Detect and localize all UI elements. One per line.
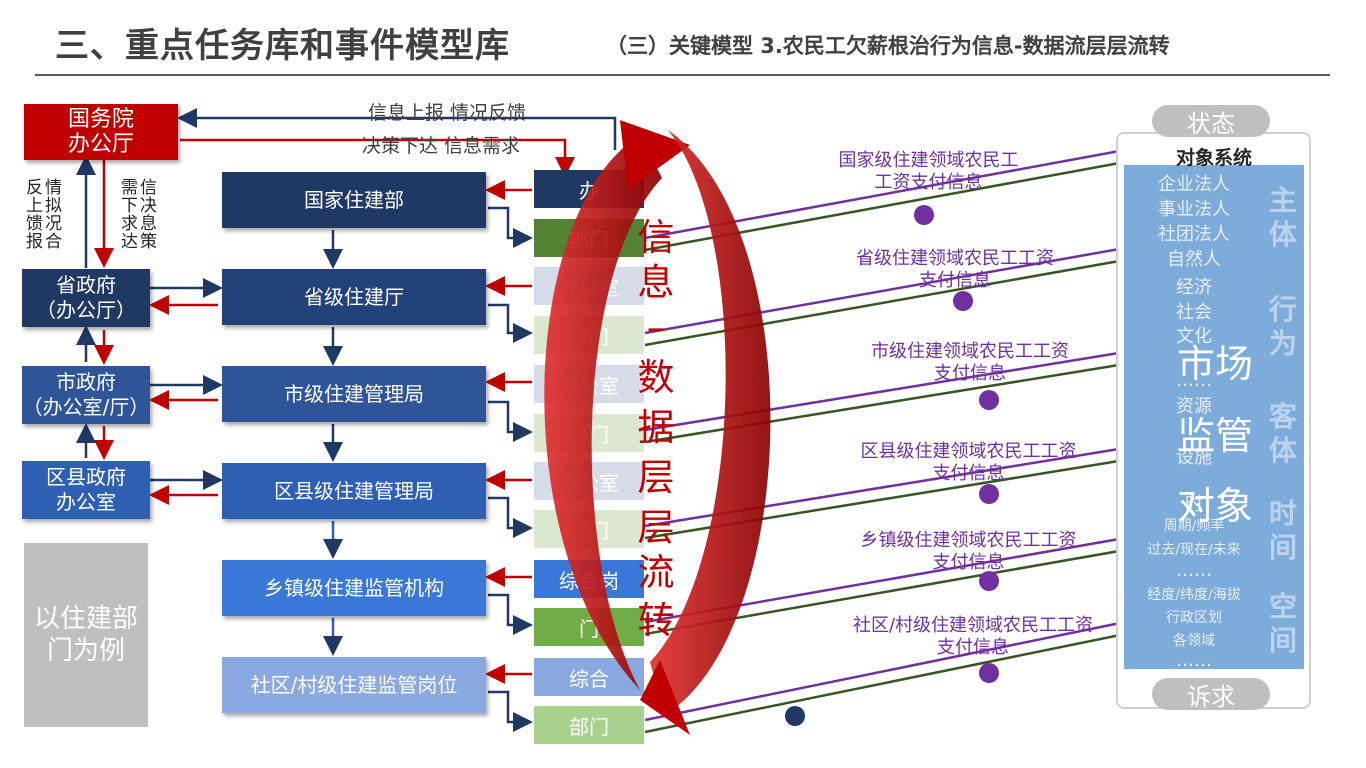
row-ellipsis-1: …… [1176,370,1212,391]
circle-char-7: 层 [637,506,675,549]
category-behavior: 行为 [1268,293,1297,360]
row-admin-division: 行政区划 [1166,610,1222,626]
object-system-header: 对象系统 [1175,147,1252,169]
info-level-community: 社区/村级住建领域农民工工资 支付信息 [852,615,1094,658]
row-period: 周期/频率 [1163,518,1225,534]
info-level-province: 省级住建领域农民工工资 支付信息 [856,248,1054,291]
housing-community-box: 社区/村级住建监管岗位 [222,657,486,713]
housing-national-box: 国家住建部 [222,172,486,228]
row-institution-legal: 事业法人 [1158,199,1230,220]
city-gov-box: 市政府 （办公室/厅） [22,366,150,424]
housing-province-box: 省级住建厅 [222,269,486,325]
row-resources: 资源 [1176,396,1212,417]
row-domains: 各领域 [1173,633,1215,649]
category-time: 时间 [1268,497,1297,564]
status-pill: 状态 [1152,105,1270,138]
appeal-pill: 诉求 [1152,678,1270,711]
row-association-legal: 社团法人 [1158,224,1230,245]
circle-char-3: – [646,306,666,349]
category-subject: 主体 [1268,184,1297,251]
info-level-county: 区县级住建领域农民工工资 支付信息 [860,441,1077,484]
circle-char-2: 息 [637,261,675,304]
row-past-present-future: 过去/现在/未来 [1147,542,1241,558]
row-natural-person: 自然人 [1167,249,1221,270]
row-ellipsis-2: …… [1176,560,1212,581]
county-gov-box: 区县政府 办公室 [22,461,150,519]
circle-char-8: 流 [637,551,675,594]
title-divider [35,74,1330,76]
row-coordinates: 经度/纬度/海拔 [1147,587,1241,603]
row-ellipsis-3: …… [1176,650,1212,671]
page-title: 三、重点任务库和事件模型库 [55,26,510,66]
info-level-town: 乡镇级住建领域农民工工资 支付信息 [860,530,1077,573]
housing-county-box: 区县级住建管理局 [222,463,486,519]
row-enterprise-legal: 企业法人 [1158,174,1230,195]
circle-char-1: 信 [637,216,675,259]
row-economy: 经济 [1176,277,1212,298]
market-object-line-1: 市场 [1176,342,1253,386]
housing-town-box: 乡镇级住建监管机构 [222,560,486,616]
row-society: 社会 [1176,302,1212,323]
circle-char-5: 据 [637,406,675,449]
sub-unit-post-community: 综合 [534,658,644,696]
row-time: 时 [1185,494,1203,515]
market-object-line-2: 监管 [1176,414,1253,458]
row-facilities: 设施 [1176,447,1212,468]
state-council-box: 国务院 办公厅 [24,104,178,160]
province-gov-box: 省政府 （办公厅） [22,269,150,327]
row-culture: 文化 [1176,326,1212,347]
report-flow-label: 信息上报 情况反馈 [368,102,527,124]
object-system-column [1124,165,1304,669]
report-vertical-label: 情拟况合反上馈报 [22,178,61,250]
circle-char-6: 层 [637,456,675,499]
category-object: 客体 [1268,400,1297,467]
market-object-line-3: 对象 [1176,484,1253,528]
circle-char-4: 数 [637,356,675,399]
decision-flow-label: 决策下达 信息需求 [362,135,521,157]
housing-city-box: 市级住建管理局 [222,366,486,422]
sub-unit-dept-community: 部门 [534,706,644,744]
info-level-city: 市级住建领域农民工工资 支付信息 [871,341,1069,384]
info-level-national: 国家级住建领域农民工 工资支付信息 [838,150,1019,193]
sub-unit-dept-town: 门 [534,608,644,646]
decision-vertical-label: 信决息策需下求达 [117,178,156,250]
example-note: 以住建部 门为例 [24,543,148,727]
page-subtitle: （三）关键模型 3.农民工欠薪根治行为信息-数据流层层流转 [606,34,1170,58]
circle-char-9: 转 [637,599,675,642]
category-space: 空间 [1268,590,1297,657]
